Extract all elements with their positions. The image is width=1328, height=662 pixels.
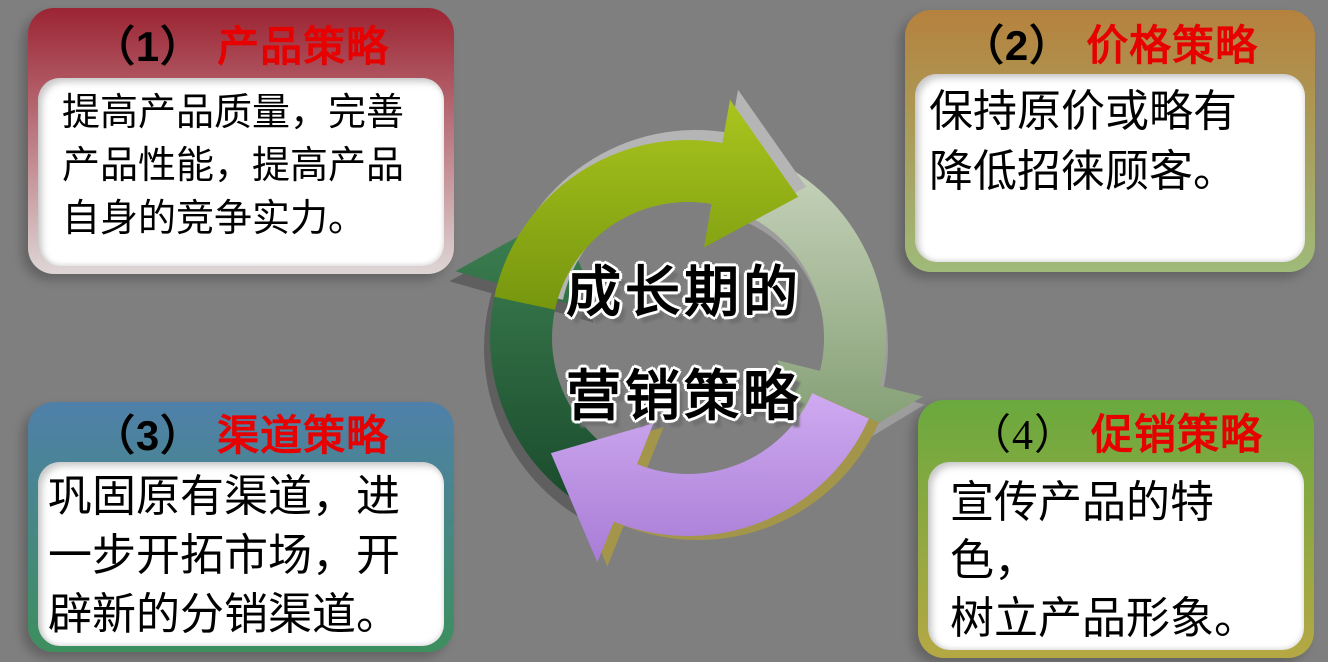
box-number: （1）: [92, 22, 204, 70]
box-title: 价格策略: [1086, 23, 1259, 70]
box-number: （4）: [968, 412, 1077, 459]
right-arrow: [743, 157, 923, 458]
box-body: 宣传产品的特色， 树立产品形象。: [950, 478, 1258, 643]
box-number: （3）: [92, 411, 204, 459]
box-header: （4） 促销策略: [918, 400, 1314, 462]
box-card: 保持原价或略有 降低招徕顾客。: [915, 74, 1305, 262]
box-card: 宣传产品的特色， 树立产品形象。: [928, 462, 1304, 650]
box-body: 提高产品质量，完善 产品性能，提高产品 自身的竞争实力。: [62, 92, 405, 240]
center-title: 成长期的 营销策略: [528, 256, 840, 464]
bottom-arrow: [550, 393, 869, 563]
strategy-box-product: （1） 产品策略 提高产品质量，完善 产品性能，提高产品 自身的竞争实力。: [28, 8, 454, 274]
center-title-line-2: 营销策略: [565, 366, 802, 427]
box-title: 促销策略: [1091, 412, 1264, 459]
strategy-box-promotion: （4） 促销策略 宣传产品的特色， 树立产品形象。: [918, 400, 1314, 658]
center-title-line-1: 成长期的: [565, 262, 802, 323]
strategy-box-price: （2） 价格策略 保持原价或略有 降低招徕顾客。: [905, 10, 1315, 272]
top-arrow: [494, 99, 799, 310]
box-header: （1） 产品策略: [28, 8, 454, 78]
box-title: 产品策略: [217, 24, 390, 71]
box-card: 巩固原有渠道，进 一步开拓市场，开 辟新的分销渠道。: [38, 462, 444, 646]
box-header: （2） 价格策略: [905, 10, 1315, 74]
box-number: （2）: [961, 21, 1073, 69]
box-body: 巩固原有渠道，进 一步开拓市场，开 辟新的分销渠道。: [48, 472, 400, 639]
box-title: 渠道策略: [217, 413, 390, 460]
strategy-box-channel: （3） 渠道策略 巩固原有渠道，进 一步开拓市场，开 辟新的分销渠道。: [28, 402, 454, 652]
box-header: （3） 渠道策略: [28, 402, 454, 462]
box-body: 保持原价或略有 降低招徕顾客。: [929, 87, 1237, 196]
box-card: 提高产品质量，完善 产品性能，提高产品 自身的竞争实力。: [38, 78, 444, 266]
